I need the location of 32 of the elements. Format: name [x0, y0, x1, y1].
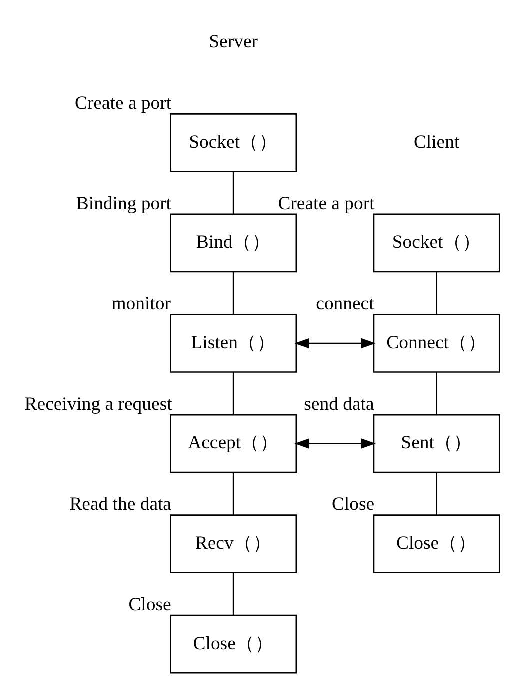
connector: [232, 172, 234, 214]
arrow: [294, 338, 376, 349]
label: Client: [414, 132, 460, 153]
node-box: Recv（）: [170, 514, 298, 574]
connector: [436, 272, 438, 315]
connector: [436, 472, 438, 516]
node-label: Read the data: [70, 494, 172, 516]
node-label: Binding port: [76, 193, 172, 214]
node-label: Close: [332, 494, 375, 516]
node-box: Socket（）: [373, 214, 500, 273]
node-box: Connect（）: [373, 314, 500, 373]
node-box: Sent（）: [373, 414, 500, 474]
node-label: send data: [304, 394, 374, 415]
node-box: Listen（）: [170, 314, 298, 373]
node-label: connect: [316, 294, 374, 315]
connector: [232, 573, 234, 616]
connector: [232, 372, 234, 415]
arrow: [294, 438, 376, 449]
node-label: Close: [128, 594, 172, 616]
connector: [436, 372, 438, 415]
node-label: monitor: [112, 294, 171, 315]
connector: [232, 272, 234, 315]
node-box: Close（）: [373, 514, 500, 574]
node-box: Close（）: [170, 614, 298, 674]
node-label: Receiving a request: [24, 394, 172, 415]
node-box: Socket（）: [170, 114, 298, 172]
label: Server: [209, 32, 258, 53]
node-box: Bind（）: [170, 214, 298, 273]
node-label: Create a port: [278, 193, 375, 214]
node-box: Accept（）: [170, 414, 298, 474]
connector: [232, 472, 234, 516]
node-label: Create a port: [74, 93, 172, 114]
